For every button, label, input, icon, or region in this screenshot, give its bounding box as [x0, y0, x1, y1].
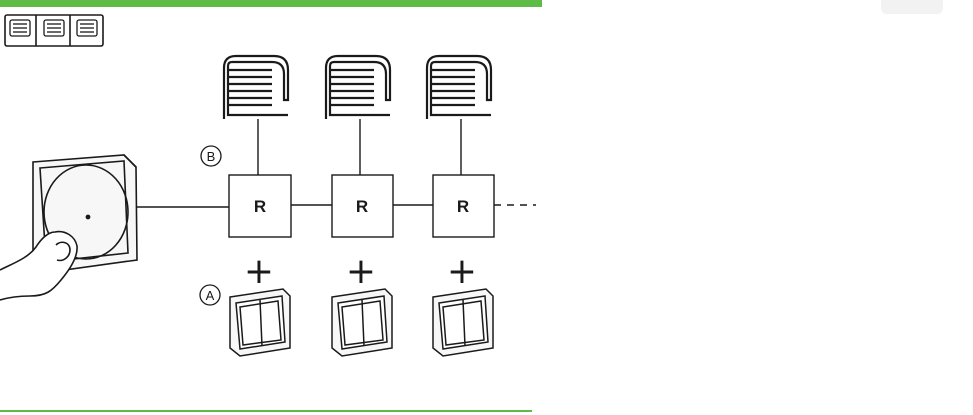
marker-a-letter: A — [206, 288, 215, 303]
relay-label: R — [457, 197, 469, 216]
bus-wiring — [137, 119, 536, 208]
marker-b: B — [200, 145, 222, 167]
relay-label: R — [254, 197, 266, 216]
bottom-accent-bar — [0, 410, 532, 412]
marker-a: A — [199, 284, 221, 306]
relay-box — [432, 174, 495, 238]
relay-box — [331, 174, 394, 238]
double-rocker-switch-icon — [331, 288, 393, 357]
relay-box — [228, 174, 292, 238]
roller-blind-icon — [425, 54, 493, 119]
double-rocker-switch-icon — [432, 288, 494, 357]
plus-sign: + — [346, 251, 376, 292]
plus-sign: + — [244, 251, 274, 292]
relay-label: R — [356, 197, 368, 216]
roller-blind-icon — [324, 54, 392, 119]
marker-b-letter: B — [207, 149, 216, 164]
corner-tab — [881, 0, 943, 14]
plus-sign: + — [447, 251, 477, 292]
hand-icon — [0, 230, 78, 301]
double-rocker-switch-icon — [229, 288, 291, 357]
roller-blind-icon — [222, 54, 290, 119]
blind-group-icon — [4, 14, 104, 47]
top-accent-bar — [0, 0, 542, 7]
